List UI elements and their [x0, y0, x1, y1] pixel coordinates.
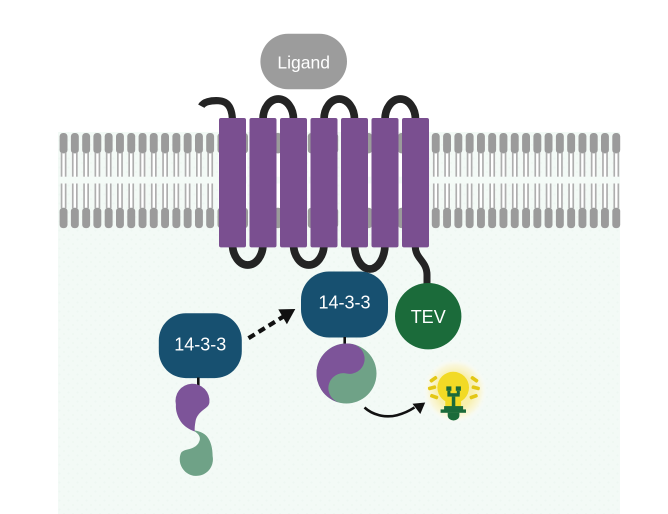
- svg-text:TEV: TEV: [411, 307, 446, 327]
- svg-text:Ligand: Ligand: [277, 52, 330, 72]
- svg-text:14-3-3: 14-3-3: [318, 293, 370, 313]
- svg-text:14-3-3: 14-3-3: [174, 335, 226, 355]
